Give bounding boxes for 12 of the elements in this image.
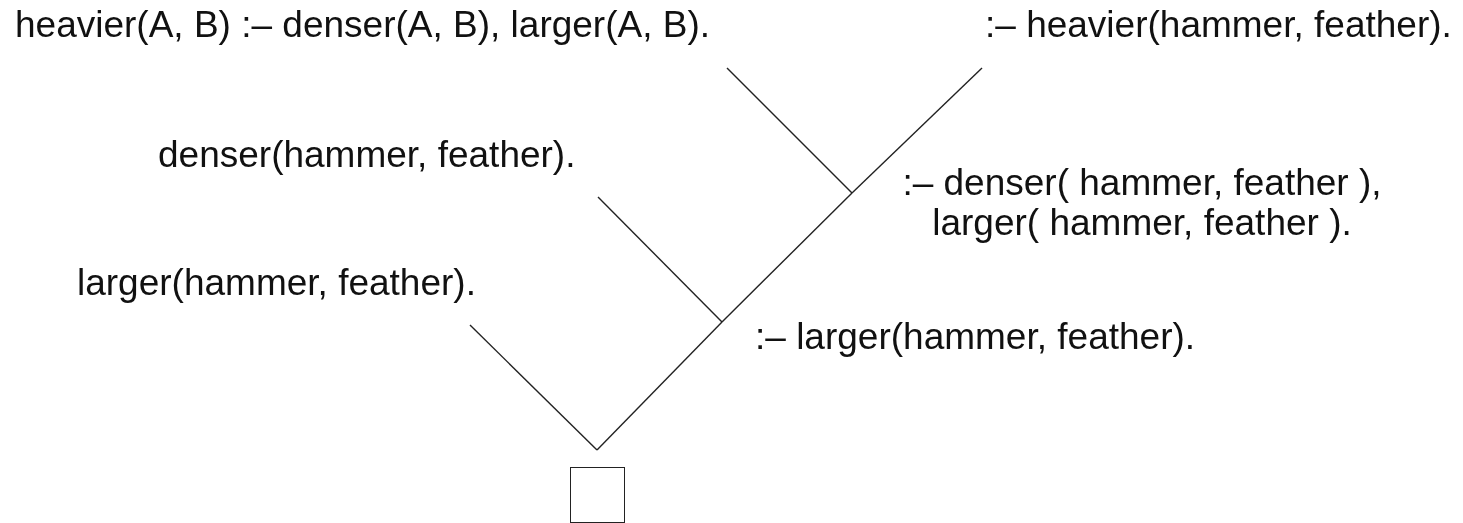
clause-text: larger(hammer, feather). — [77, 261, 476, 305]
clause-text: :– larger(hammer, feather). — [755, 315, 1196, 359]
clause-text: heavier(A, B) :– denser(A, B), larger(A, B). — [15, 3, 710, 47]
tree-branch-line — [597, 196, 723, 323]
clause-text: :– heavier(hammer, feather). — [985, 3, 1452, 47]
clause-text: denser(hammer, feather). — [158, 133, 576, 177]
tree-branch-line — [596, 321, 723, 451]
tree-branch-line — [469, 324, 598, 451]
clause-text: :– denser( hammer, feather ), larger( hammer, feather ). — [852, 163, 1392, 243]
tree-branch-line — [726, 67, 853, 194]
tree-branch-line — [851, 67, 983, 194]
tree-branch-line — [721, 192, 853, 323]
